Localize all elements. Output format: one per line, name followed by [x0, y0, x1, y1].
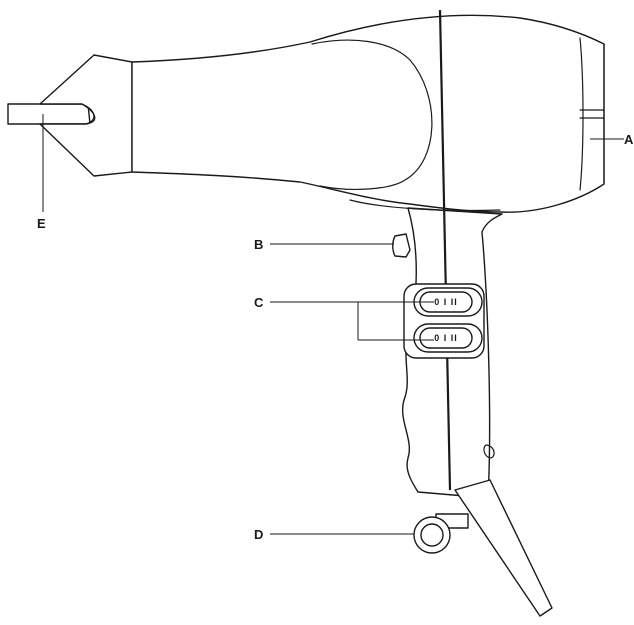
callout-leaders: [42, 114, 624, 535]
lower-switch-label: 0 I II: [434, 333, 458, 343]
dryer-body: [131, 9, 605, 491]
upper-switch-label: 0 I II: [434, 297, 458, 307]
button-b: [392, 233, 411, 258]
label-c: C: [254, 295, 264, 310]
label-a: A: [624, 132, 634, 147]
label-b: B: [254, 237, 263, 252]
hanging-loop: [413, 479, 553, 617]
nozzle: [7, 54, 133, 177]
switch-panel: 0 I II 0 I II: [403, 283, 485, 359]
label-e: E: [37, 216, 46, 231]
label-d: D: [254, 527, 263, 542]
